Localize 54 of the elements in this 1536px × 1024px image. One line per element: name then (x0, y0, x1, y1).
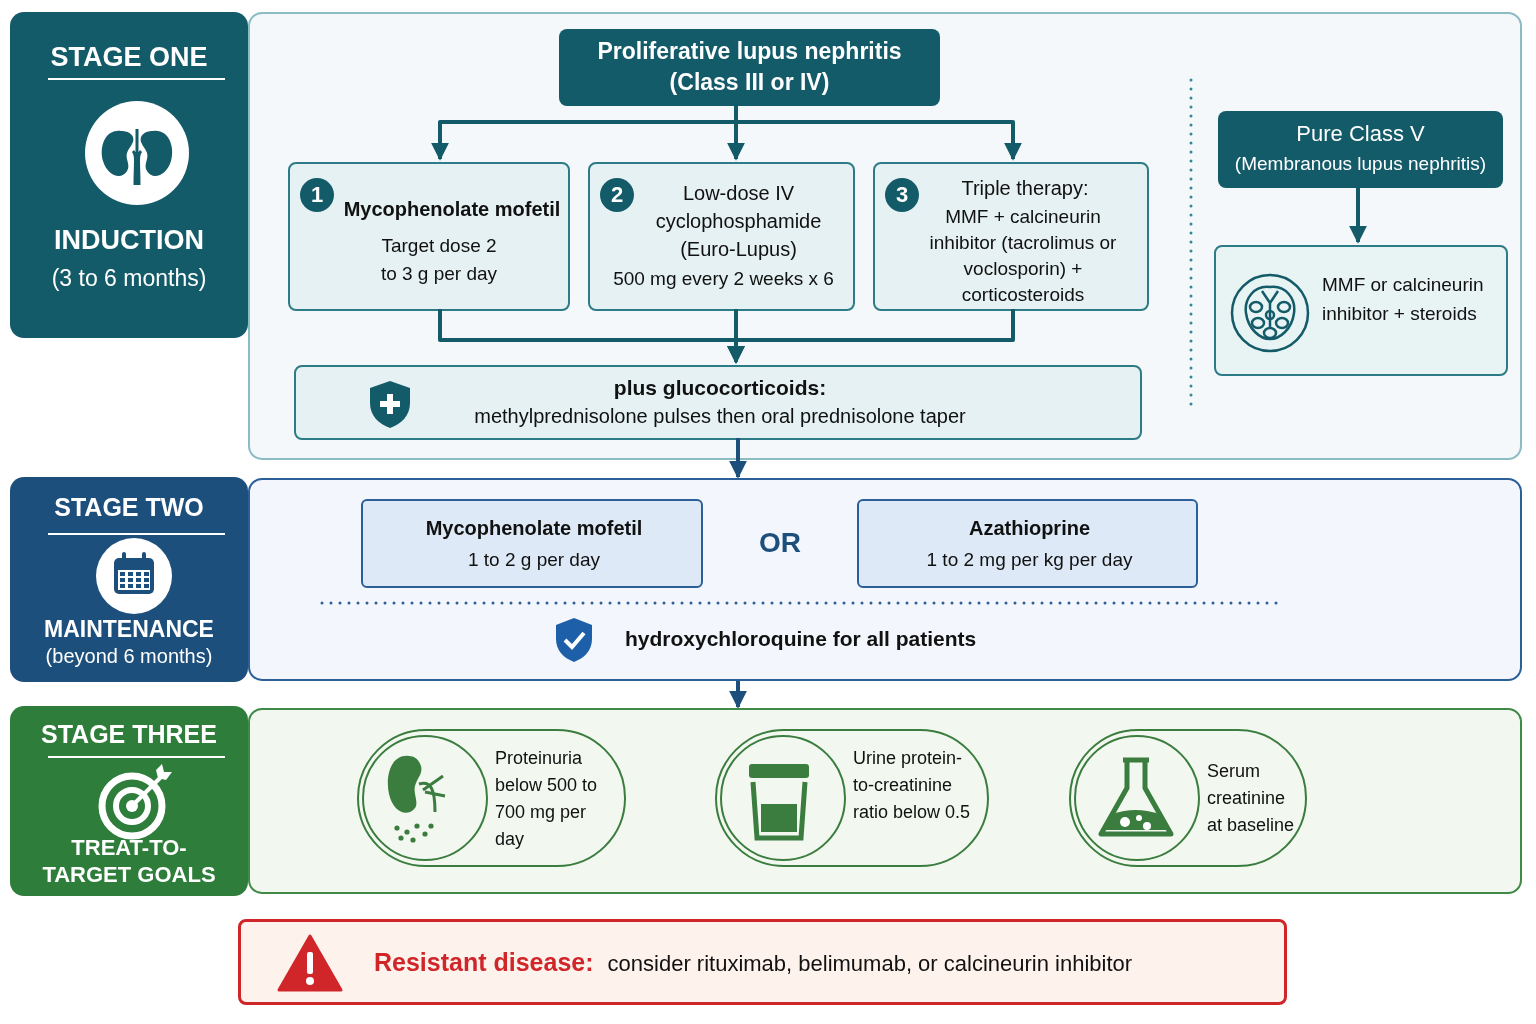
option-title: Mycophenolate mofetil (342, 198, 562, 221)
stage-panel (10, 477, 248, 682)
option-text: MMF + calcineurin inhibitor (tacrolimus or voclosporin) + corticosteroids (928, 205, 1118, 307)
option-title: Triple therapy: (960, 177, 1090, 200)
option-text: 1 to 2 mg per kg per day (925, 549, 1134, 571)
option-box (857, 499, 1198, 588)
stage-panel (10, 706, 248, 896)
stage-name: TREAT-TO-TARGET GOALS (41, 834, 217, 888)
step-number: 1 (300, 178, 334, 212)
note-title: plus glucocorticoids: (612, 376, 828, 400)
box-title: Pure Class V (1295, 121, 1426, 147)
warning-title: Resistant disease: (374, 948, 594, 977)
stage-duration: (beyond 6 months) (44, 645, 214, 668)
arrow (727, 309, 1015, 364)
diagnosis-box (559, 29, 940, 106)
arrow (729, 681, 747, 709)
diagnosis-box (1218, 111, 1503, 188)
option-title: Azathioprine (967, 517, 1092, 540)
option-text: Target dose 2 to 3 g per day (379, 234, 499, 286)
option-box (361, 499, 703, 588)
stage-title: STAGE ONE (49, 42, 209, 73)
note-text: methylprednisolone pulses then oral prednisolone taper (473, 405, 967, 428)
step-number: 3 (885, 178, 919, 212)
option-box (288, 162, 570, 311)
stage-area (248, 708, 1522, 894)
warning-box (238, 919, 1287, 1005)
box-title: Proliferative lupus nephritis (Class III or IV) (596, 37, 903, 97)
option-title: Mycophenolate mofetil (424, 517, 644, 540)
step-number: 2 (600, 178, 634, 212)
box-subtitle: (Membranous lupus nephritis) (1233, 153, 1488, 175)
treatment-box (1214, 245, 1508, 376)
arrow (1349, 186, 1367, 244)
arrow (729, 438, 747, 479)
stage-name: MAINTENANCE (43, 616, 215, 643)
option-box (873, 162, 1149, 311)
stage-duration: (3 to 6 months) (50, 265, 208, 292)
stage-panel (10, 12, 248, 338)
stage-name: INDUCTION (53, 225, 205, 256)
option-box (588, 162, 855, 311)
stage-area (248, 478, 1522, 681)
stage-area (248, 12, 1522, 460)
choice-word: OR (758, 527, 802, 559)
treatment-text: MMF or calcineurin inhibitor + steroids (1322, 273, 1485, 326)
stage-title: STAGE THREE (40, 720, 218, 749)
option-text: 500 mg every 2 weeks x 6 (612, 268, 835, 290)
goal-text: Serum creatinine at baseline (1207, 760, 1296, 837)
note-box (294, 365, 1142, 440)
option-text: 1 to 2 g per day (466, 549, 601, 571)
note-text: hydroxychloroquine for all patients (625, 627, 978, 651)
option-title: Low-dose IV cyclophosphamide (Euro-Lupus) (654, 181, 823, 262)
goal-text: Proteinuria below 500 to 700 mg per day (495, 747, 599, 851)
warning-text: consider rituximab, belimumab, or calcineurin inhibitor (607, 951, 1133, 977)
stage-title: STAGE TWO (53, 493, 205, 522)
goal-text: Urine protein-to-creatinine ratio below 0.5 (853, 747, 972, 824)
